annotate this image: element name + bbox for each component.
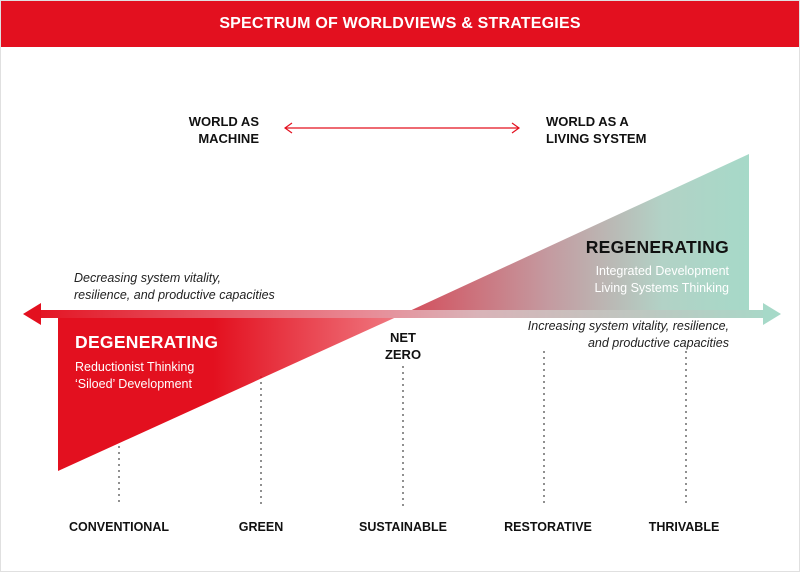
stage-label-green: GREEN xyxy=(238,520,284,534)
stage-label-restorative: RESTORATIVE xyxy=(504,520,592,534)
spectrum-arrow-right-head xyxy=(763,303,781,325)
degenerating-triangle xyxy=(58,314,403,471)
regenerating-title: REGENERATING xyxy=(585,237,729,257)
worldview-arrow-right-head xyxy=(511,122,521,134)
increasing-note-line: Increasing system vitality, resilience, xyxy=(527,319,729,333)
degenerating-title: DEGENERATING xyxy=(75,332,219,352)
decreasing-note-line: Decreasing system vitality, xyxy=(74,271,222,285)
pole-machine-line: MACHINE xyxy=(198,131,259,146)
pole-machine: WORLD AS MACHINE xyxy=(189,113,259,147)
regenerating-triangle xyxy=(403,154,749,314)
degenerating-line: Reductionist Thinking xyxy=(75,360,195,374)
header-bar: SPECTRUM OF WORLDVIEWS & STRATEGIES xyxy=(1,1,799,47)
increasing-note: Increasing system vitality, resilience, … xyxy=(528,318,729,352)
degenerating-line: ‘Siloed’ Development xyxy=(75,377,192,391)
net-zero-label: NET ZERO xyxy=(373,329,433,363)
spectrum-arrow-shaft xyxy=(39,310,767,318)
net-zero-line: NET xyxy=(390,330,416,345)
regenerating-line: Integrated Development xyxy=(595,264,729,278)
regenerating-line: Living Systems Thinking xyxy=(594,281,729,295)
page-title: SPECTRUM OF WORLDVIEWS & STRATEGIES xyxy=(219,15,581,32)
stage-label-sustainable: SUSTAINABLE xyxy=(359,520,447,534)
increasing-note-line: and productive capacities xyxy=(587,336,729,350)
pole-living-system: WORLD AS A LIVING SYSTEM xyxy=(546,113,646,147)
pole-living-line: LIVING SYSTEM xyxy=(546,131,647,146)
decreasing-note: Decreasing system vitality, resilience, … xyxy=(74,270,275,304)
net-zero-line: ZERO xyxy=(384,347,422,362)
regenerating-label: REGENERATING Integrated Development Livi… xyxy=(586,237,729,297)
worldview-arrow-left-head xyxy=(283,122,293,134)
spectrum-arrow-left-head xyxy=(23,303,41,325)
decreasing-note-line: resilience, and productive capacities xyxy=(74,288,275,302)
degenerating-label: DEGENERATING Reductionist Thinking ‘Silo… xyxy=(75,332,218,393)
pole-living-line: WORLD AS A xyxy=(546,114,629,129)
stage-label-thrivable: THRIVABLE xyxy=(648,520,720,534)
pole-machine-line: WORLD AS xyxy=(188,114,259,129)
stage-label-conventional: CONVENTIONAL xyxy=(69,520,169,534)
